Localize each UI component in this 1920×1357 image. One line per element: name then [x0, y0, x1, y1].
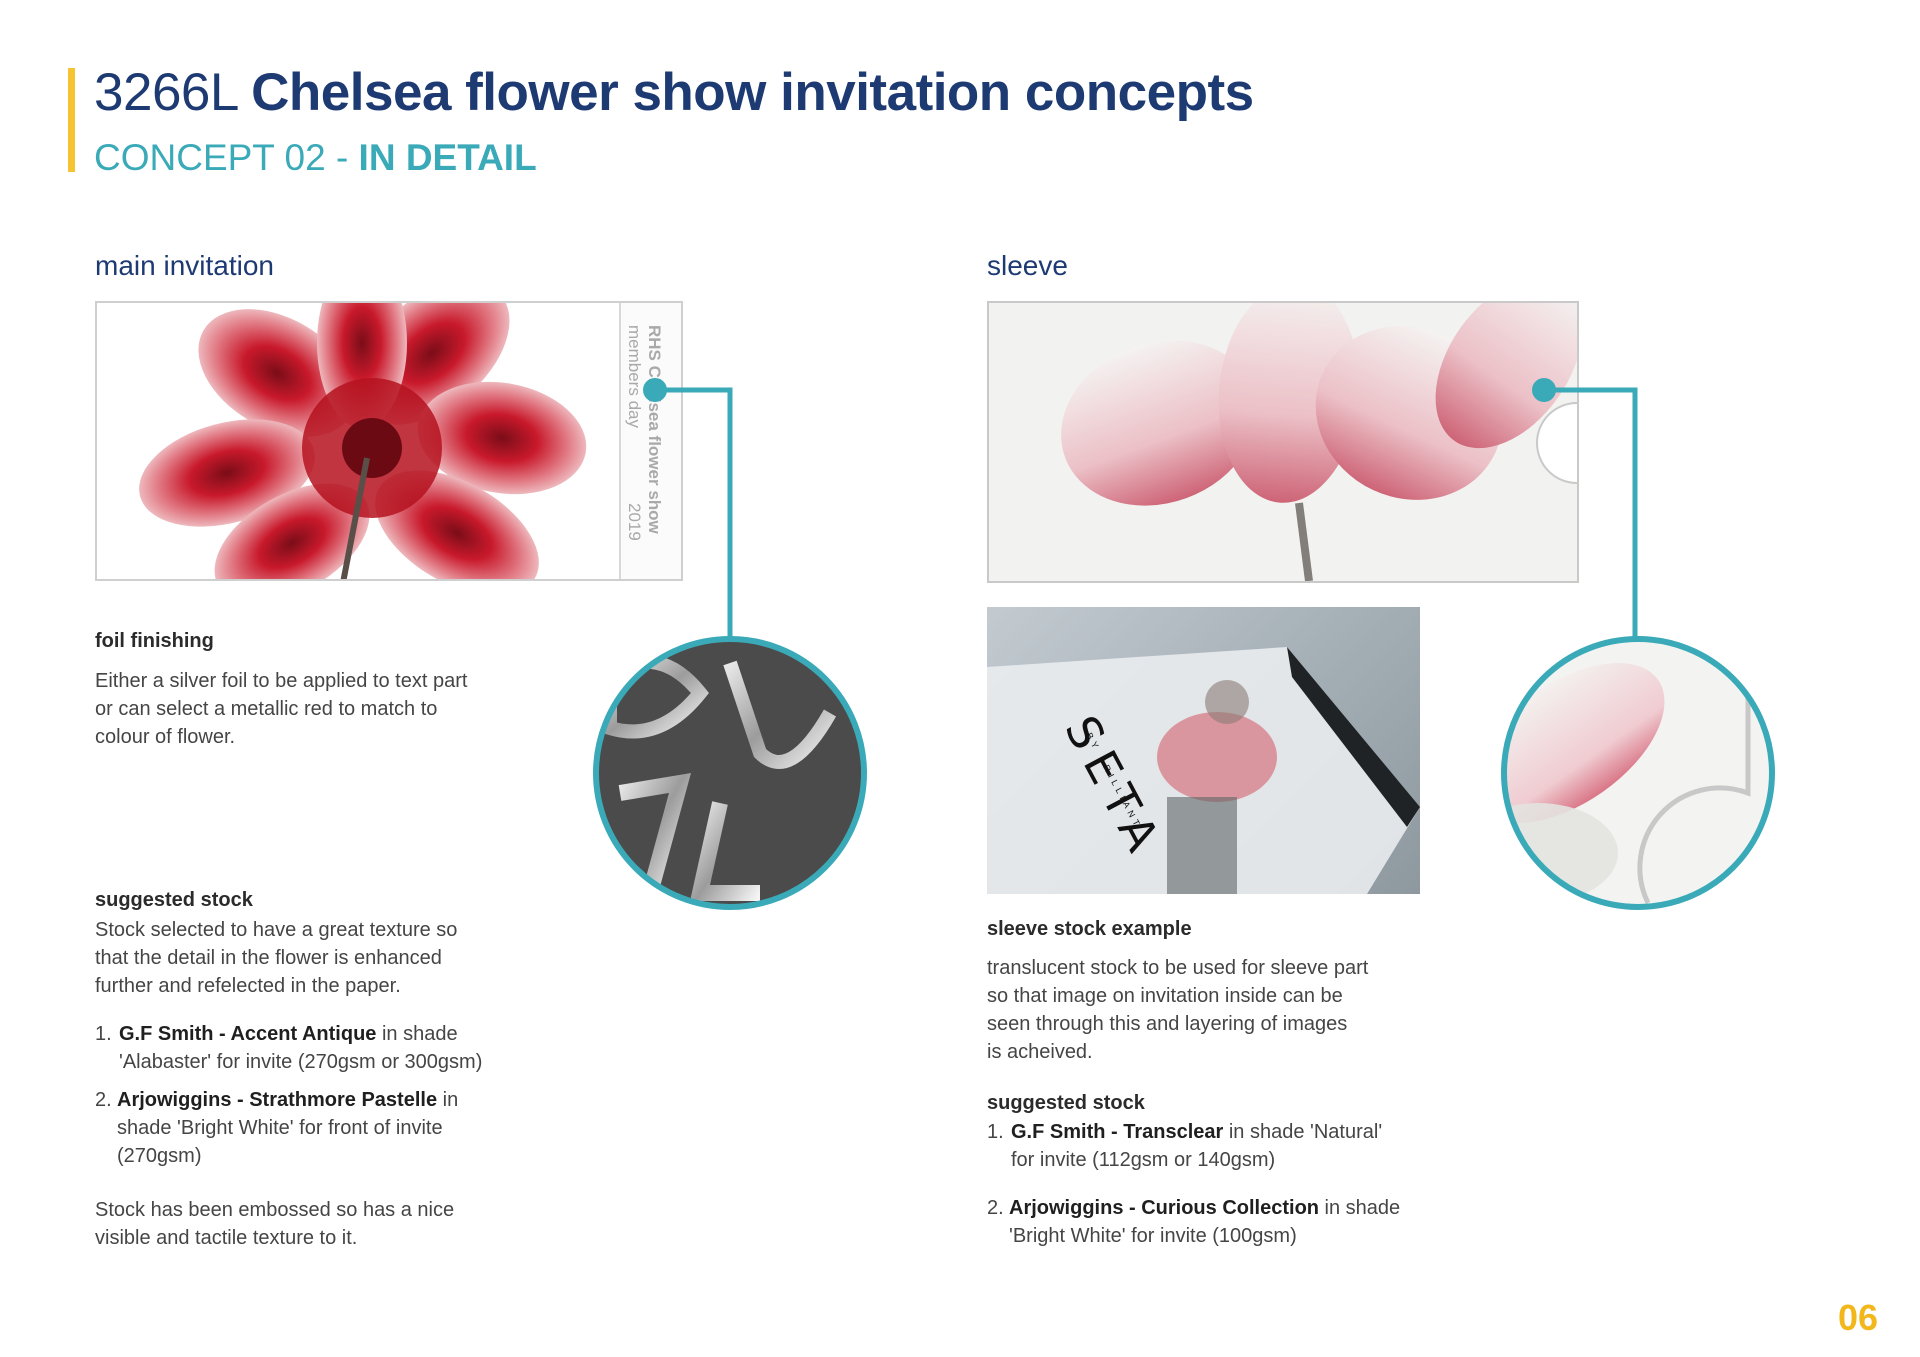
stock-detail: shade 'Bright White' for front of invite	[117, 1117, 443, 1139]
stock-detail: in	[437, 1089, 459, 1111]
sleeve-example-heading: sleeve stock example	[987, 918, 1192, 940]
stock-brand: Arjowiggins - Curious Collection	[1009, 1197, 1319, 1219]
list-number: 2.	[987, 1197, 1004, 1219]
stock-detail: 'Bright White' for invite (100gsm)	[1009, 1225, 1297, 1247]
main-invitation-heading: main invitation	[95, 250, 274, 281]
stock-line: Stock selected to have a great texture s…	[95, 919, 458, 941]
example-line: so that image on invitation inside can b…	[987, 985, 1343, 1007]
photo-illustration	[987, 647, 1420, 894]
stock-brand: Arjowiggins - Strathmore Pastelle	[117, 1089, 438, 1111]
note-line: visible and tactile texture to it.	[95, 1227, 358, 1249]
accent-bar	[68, 68, 75, 172]
example-line: is acheived.	[987, 1041, 1093, 1063]
concept-label: CONCEPT 02 -	[94, 137, 359, 178]
sleeve-stock-list: 1. G.F Smith - Transclear in shade 'Natu…	[987, 1118, 1447, 1250]
project-code: 3266L	[94, 63, 237, 122]
list-item: 1. G.F Smith - Transclear in shade 'Natu…	[987, 1118, 1447, 1174]
note-line: Stock has been embossed so has a nice	[95, 1199, 455, 1221]
sleeve-stock-photo: SETA BY BRILLIANT	[987, 607, 1420, 894]
list-item: 2. Arjowiggins - Curious Collection in s…	[987, 1194, 1447, 1250]
main-stock-heading: suggested stock	[95, 889, 253, 911]
sleeve-flower-image	[1061, 303, 1577, 581]
flower-image	[139, 303, 587, 579]
example-line: seen through this and layering of images	[987, 1013, 1348, 1035]
sleeve-stock-heading: suggested stock	[987, 1092, 1145, 1114]
main-invitation-card: RHS Chelsea flower show members day 2019	[95, 301, 683, 581]
stock-detail: in shade 'Natural'	[1223, 1121, 1383, 1143]
stock-detail: 'Alabaster' for invite (270gsm or 300gsm…	[119, 1051, 483, 1073]
foil-closeup-image	[593, 636, 867, 910]
stock-detail: (270gsm)	[117, 1145, 202, 1167]
sleeve-heading: sleeve	[987, 250, 1068, 281]
sleeve-card	[987, 301, 1579, 583]
foil-detail-magnifier	[590, 633, 870, 913]
foil-heading: foil finishing	[95, 630, 214, 652]
main-stock-description: Stock selected to have a great texture s…	[95, 916, 457, 1000]
list-item: 2. Arjowiggins - Strathmore Pastelle in …	[95, 1086, 555, 1170]
foil-line: Either a silver foil to be applied to te…	[95, 670, 468, 692]
example-line: translucent stock to be used for sleeve …	[987, 957, 1369, 979]
embossed-note: Stock has been embossed so has a nice vi…	[95, 1196, 454, 1252]
page-subtitle: CONCEPT 02 - IN DETAIL	[94, 137, 537, 179]
stock-detail: for invite (112gsm or 140gsm)	[1011, 1149, 1276, 1171]
page-number: 06	[1837, 1297, 1878, 1338]
stock-detail: in shade	[376, 1023, 458, 1045]
foil-description: Either a silver foil to be applied to te…	[95, 667, 467, 751]
concept-detail: IN DETAIL	[358, 137, 537, 178]
foil-line: colour of flower.	[95, 726, 236, 748]
stock-brand: G.F Smith - Accent Antique	[119, 1023, 377, 1045]
stock-line: further and refelected in the paper.	[95, 975, 401, 997]
sleeve-example-description: translucent stock to be used for sleeve …	[987, 954, 1368, 1066]
stock-line: that the detail in the flower is enhance…	[95, 947, 442, 969]
foil-line: or can select a metallic red to match to	[95, 698, 438, 720]
project-title: Chelsea flower show invitation concepts	[251, 63, 1254, 122]
list-item: 1. G.F Smith - Accent Antique in shade '…	[95, 1020, 555, 1076]
list-number: 2.	[95, 1089, 112, 1111]
foil-connector	[643, 378, 733, 650]
card-text-strip: RHS Chelsea flower show members day 2019	[619, 303, 681, 579]
sleeve-detail-magnifier	[1498, 633, 1778, 913]
main-stock-list: 1. G.F Smith - Accent Antique in shade '…	[95, 1020, 555, 1170]
page-title: 3266L Chelsea flower show invitation con…	[94, 62, 1254, 123]
stock-detail: in shade	[1319, 1197, 1401, 1219]
list-number: 1.	[95, 1023, 112, 1045]
list-number: 1.	[987, 1121, 1004, 1143]
sleeve-connector	[1532, 378, 1638, 638]
sleeve-closeup-image	[1501, 636, 1775, 910]
stock-brand: G.F Smith - Transclear	[1011, 1121, 1224, 1143]
